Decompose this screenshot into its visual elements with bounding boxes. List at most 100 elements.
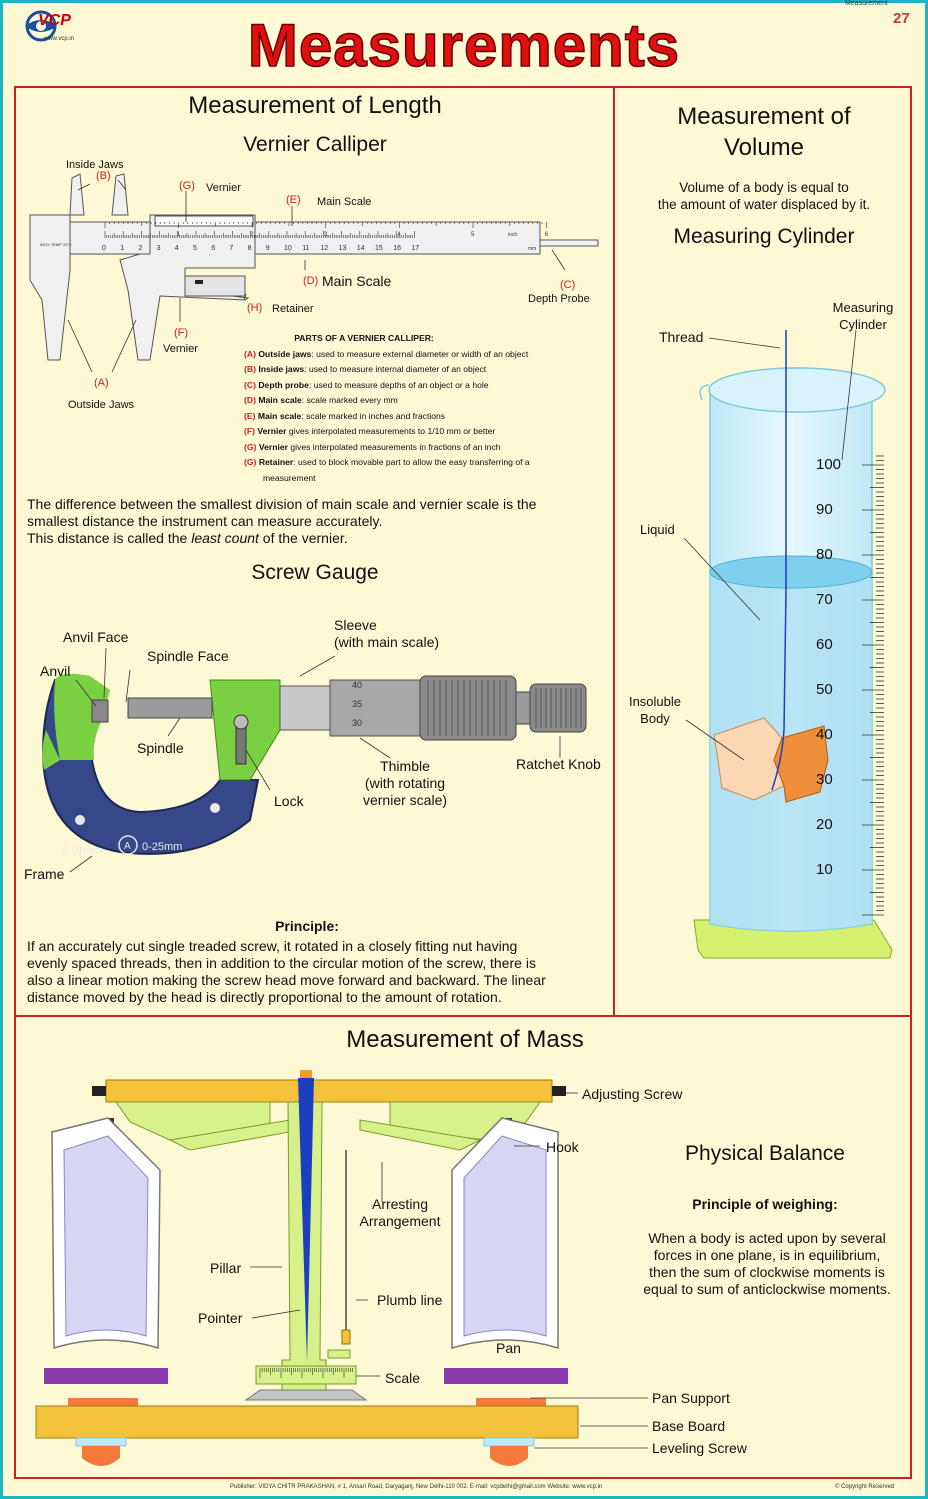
- sleeve-label: Sleeve: [334, 617, 377, 633]
- part-row: (F) Vernier gives interpolated measureme…: [244, 426, 496, 436]
- scale-number: 4: [175, 245, 179, 252]
- inch-number: 1: [177, 232, 181, 238]
- pointer-label: Pointer: [198, 1310, 243, 1326]
- vcp-logo-icon: [25, 10, 57, 42]
- parts-heading: PARTS OF A VERNIER CALLIPER:: [294, 333, 434, 343]
- scale-number: 15: [375, 245, 383, 252]
- part-row: (D) Main scale: scale marked every mm: [244, 395, 398, 405]
- volume-heading: Measurement of Volume: [677, 103, 851, 161]
- label-g: (G): [179, 180, 195, 192]
- spindle-label: Spindle: [137, 740, 184, 756]
- part-row: (G) Retainer: used to block movable part…: [244, 457, 530, 467]
- insoluble-body-label: Insoluble Body: [628, 694, 682, 726]
- plumb-line-label: Plumb line: [377, 1292, 443, 1308]
- scale-number: 5: [193, 245, 197, 252]
- scale-number: 7: [229, 245, 233, 252]
- scale-number: 1: [120, 245, 124, 252]
- scale-number: 9: [266, 245, 270, 252]
- label-h: (H): [247, 302, 263, 314]
- label-c: (C): [560, 279, 576, 291]
- svg-text:35: 35: [352, 699, 362, 709]
- retainer-label: Retainer: [272, 303, 314, 315]
- main-scale-mid-label: Main Scale: [322, 273, 392, 289]
- scale-number: 10: [284, 245, 292, 252]
- length-heading: Measurement of Length: [188, 92, 442, 119]
- anvil-face-label: Anvil Face: [63, 629, 129, 645]
- mass-section: [14, 1015, 912, 1479]
- vernier-heading: Vernier Calliper: [243, 133, 387, 156]
- scale-number: 11: [302, 245, 309, 252]
- thread-label: Thread: [659, 329, 704, 345]
- physical-balance-heading: Physical Balance: [685, 1142, 845, 1165]
- scale-number: 14: [357, 245, 365, 252]
- principle-heading: Principle:: [275, 918, 339, 934]
- scale-number: 17: [411, 245, 419, 252]
- weighing-principle-text: When a body is acted upon by several for…: [643, 1230, 891, 1297]
- label-f: (F): [174, 327, 189, 339]
- measuring-cylinder-label: Measuring Cylinder: [832, 300, 894, 332]
- scale-number: 2: [138, 245, 142, 252]
- measuring-cylinder-diagram: [683, 329, 893, 959]
- inch-number: 3: [324, 232, 328, 238]
- scale-number: 0: [102, 245, 106, 252]
- thimble-label: Thimble (with rotating vernier scale): [362, 758, 448, 808]
- lock-label: Lock: [274, 793, 304, 809]
- label-d: (D): [303, 275, 319, 287]
- inch-number: 5: [471, 232, 475, 238]
- cylinder-scale-number: 50: [816, 681, 833, 698]
- least-count-text: The difference between the smallest divi…: [27, 496, 537, 546]
- spindle-face-label: Spindle Face: [147, 648, 229, 664]
- cylinder-scale-number: 20: [816, 816, 833, 833]
- page-title: Measurements: [247, 11, 681, 80]
- mm-unit: mm: [528, 246, 536, 252]
- svg-text:A: A: [124, 841, 131, 852]
- screw-gauge-diagram: 0.01mm A 0-25mm 40 35 30: [42, 647, 587, 873]
- svg-text:0-25mm: 0-25mm: [142, 841, 182, 853]
- outside-jaws-label: Outside Jaws: [68, 399, 135, 411]
- measuring-cylinder-heading: Measuring Cylinder: [673, 225, 855, 248]
- scale-number: 6: [211, 245, 215, 252]
- leveling-screw-label: Leveling Screw: [652, 1440, 747, 1456]
- principle-text: If an accurately cut single treaded scre…: [27, 938, 546, 1005]
- label-a: (A): [94, 377, 109, 389]
- svg-text:0.01mm: 0.01mm: [62, 845, 102, 857]
- ratchet-knob-label: Ratchet Knob: [516, 756, 601, 772]
- subject-label: Measurement: [845, 0, 888, 7]
- cylinder-scale-number: 80: [816, 546, 833, 563]
- scale-number: 16: [393, 245, 401, 252]
- vernier-top-label: Vernier: [206, 182, 241, 194]
- part-row: (A) Outside jaws: used to measure extern…: [244, 348, 529, 359]
- sleeve-label-2: (with main scale): [334, 634, 440, 650]
- part-row: (E) Main scale: scale marked in inches a…: [244, 410, 446, 421]
- copyright-footer: © Copyright Reserved: [835, 1484, 895, 1490]
- vernier-low-label: Vernier: [163, 343, 198, 355]
- base-board-label: Base Board: [652, 1418, 726, 1434]
- part-row: (B) Inside jaws: used to measure interna…: [244, 364, 487, 374]
- weighing-principle-heading: Principle of weighing:: [692, 1196, 838, 1212]
- cylinder-scale-number: 60: [816, 636, 833, 653]
- screw-gauge-heading: Screw Gauge: [251, 561, 379, 584]
- vernier-parts-list: PARTS OF A VERNIER CALLIPER: (A) Outside…: [244, 331, 604, 486]
- mass-heading: Measurement of Mass: [346, 1026, 584, 1053]
- scale-number: 8: [248, 245, 252, 252]
- anvil-label: Anvil: [40, 663, 71, 679]
- inch-unit: inch: [508, 232, 517, 238]
- svg-text:INOX TEMP 20°C: INOX TEMP 20°C: [40, 242, 72, 247]
- inside-jaws-label: Inside Jaws: [66, 159, 124, 171]
- hook-label: Hook: [546, 1139, 579, 1155]
- scale-label: Scale: [385, 1370, 421, 1386]
- cylinder-scale-number: 70: [816, 591, 833, 608]
- pan-label: Pan: [496, 1340, 521, 1356]
- svg-text:30: 30: [352, 718, 362, 728]
- logo-url: www.vcp.in: [44, 36, 75, 42]
- publisher-footer: Publisher: VIDYA CHITR PRAKASHAN, # 1, A…: [230, 1484, 603, 1490]
- arresting-arrangement-label: Arresting Arrangement: [359, 1196, 441, 1229]
- cylinder-scale-number: 100: [816, 456, 842, 473]
- inch-number: 2: [250, 232, 254, 238]
- volume-desc: Volume of a body is equal to the amount …: [657, 180, 871, 212]
- cylinder-scale-number: 90: [816, 501, 833, 518]
- part-row: (G) Vernier gives interpolated measureme…: [244, 441, 501, 452]
- inch-number: 6: [545, 232, 549, 238]
- physical-balance-diagram: [35, 1070, 648, 1466]
